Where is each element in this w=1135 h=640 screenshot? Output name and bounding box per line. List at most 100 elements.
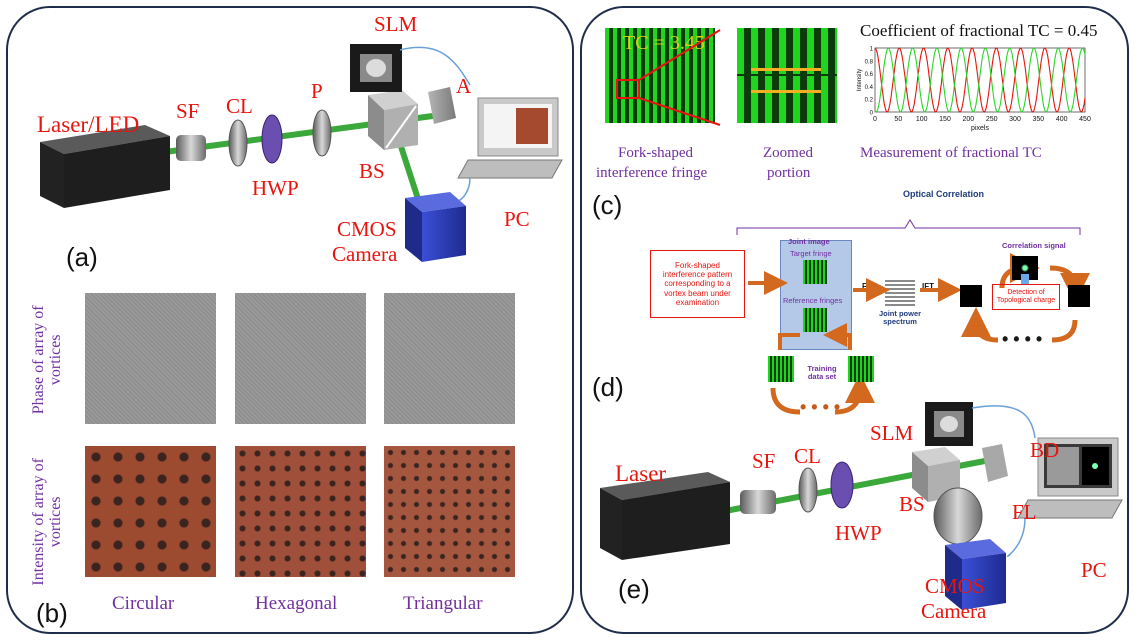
series-line-1 <box>874 47 1086 113</box>
zoom-divider <box>737 74 837 76</box>
slm-device <box>350 44 402 92</box>
training-thumb-1 <box>768 356 794 382</box>
x-tick-label: 400 <box>1056 116 1068 123</box>
laser-box <box>40 125 170 208</box>
slm-cable <box>399 46 471 86</box>
label-a: A <box>456 74 472 98</box>
x-tick-label: 250 <box>986 116 998 123</box>
label-laser-e: Laser <box>615 461 667 486</box>
zoom-marker-lower <box>751 90 821 93</box>
y-tick-label: 0.4 <box>865 85 874 91</box>
label-cmos-e: CMOS <box>925 574 985 598</box>
x-axis-label: pixels <box>971 125 989 132</box>
caption-zoom-2: portion <box>767 165 811 181</box>
target-fringe-thumb <box>803 260 827 284</box>
detection-text: Detection of Topological charge <box>996 288 1056 304</box>
correlation-bracket <box>736 219 1081 235</box>
laptop-e <box>1017 437 1123 519</box>
y-tick-label: 0 <box>870 111 874 117</box>
cl-lens-e <box>798 467 818 513</box>
label-fl-e: FL <box>1012 500 1037 524</box>
caption-fork-2: interference fringe <box>596 165 708 181</box>
y-axis-label: Intensity <box>857 69 863 91</box>
column-label-circular: Circular <box>112 593 175 614</box>
label-cmos-a: CMOS <box>337 217 397 241</box>
intensity-tile-hexagonal <box>235 446 366 577</box>
beam-splitter-a <box>368 90 418 150</box>
polarizer <box>312 109 332 157</box>
zoom-marker-upper <box>751 68 821 71</box>
y-tick-label: 0.2 <box>865 98 874 104</box>
correlation-signal-label: Correlation signal <box>1002 241 1066 250</box>
spatial-filter <box>176 135 206 161</box>
cmos-camera-e <box>945 539 1006 610</box>
panel-letter-a: (a) <box>66 242 98 272</box>
training-thumb-2 <box>848 356 874 382</box>
series-line-0 <box>874 47 1086 113</box>
label-hwp-e: HWP <box>835 521 882 545</box>
panel-letter-b: (b) <box>36 598 68 628</box>
reference-fringes-label: Reference fringes <box>783 296 843 305</box>
x-tick-label: 150 <box>939 116 951 123</box>
x-tick-label: 300 <box>1009 116 1021 123</box>
optical-correlation-header: Optical Correlation <box>903 189 985 199</box>
label-camera-e: Camera <box>921 599 987 623</box>
phase-tile-circular <box>85 293 216 424</box>
phase-tile-triangular <box>384 293 515 424</box>
y-tick-label: 0.6 <box>865 72 874 78</box>
row-label-phase: Phase of array of vortices <box>30 305 64 415</box>
label-bs-e: BS <box>899 492 925 516</box>
label-slm-e: SLM <box>870 421 914 445</box>
training-data-label: Training data set <box>807 364 837 382</box>
intensity-tile-circular <box>85 446 216 577</box>
ift-label: IFT <box>922 282 934 291</box>
row-label-intensity: Intensity of array of vortices <box>30 458 64 586</box>
hwp-plate-e <box>830 461 854 509</box>
beam-dump <box>982 444 1008 482</box>
tc-value-text: TC = 3.45 <box>623 32 705 54</box>
input-fringe-box: Fork-shaped interference pattern corresp… <box>650 250 745 318</box>
label-sf-e: SF <box>752 449 776 473</box>
cl-lens <box>228 119 248 167</box>
spatial-filter-e <box>740 490 776 514</box>
hwp-plate <box>261 114 283 164</box>
caption-zoom-1: Zoomed <box>763 145 813 161</box>
column-label-triangular: Triangular <box>403 593 483 614</box>
plot-frame <box>874 47 1086 113</box>
y-tick-label: 0.8 <box>865 59 874 65</box>
label-cl-e: CL <box>794 444 821 468</box>
x-tick-label: 100 <box>916 116 928 123</box>
y-tick-label: 1 <box>870 47 874 53</box>
x-tick-label: 200 <box>962 116 974 123</box>
label-camera-a: Camera <box>332 242 398 266</box>
label-pc-a: PC <box>504 207 530 231</box>
column-label-hexagonal: Hexagonal <box>255 593 338 614</box>
correlation-dots: • • • • <box>1002 329 1043 349</box>
x-tick-label: 50 <box>894 116 902 123</box>
training-dots: • • • • <box>800 397 841 417</box>
joint-power-spectrum-image <box>885 278 915 308</box>
laser-box-e <box>600 472 730 560</box>
detection-box: Detection of Topological charge <box>992 284 1060 310</box>
label-sf-a: SF <box>176 99 200 123</box>
x-tick-label: 350 <box>1032 116 1044 123</box>
setup-a-illustration <box>40 44 563 262</box>
input-fringe-text: Fork-shaped interference pattern corresp… <box>662 261 733 307</box>
correlation-left-image <box>960 285 982 307</box>
left-panel-frame <box>6 6 574 634</box>
slm-cable-e <box>971 405 1036 439</box>
phase-tile-hexagonal <box>235 293 366 424</box>
x-tick-label: 450 <box>1079 116 1091 123</box>
target-fringe-label: Target fringe <box>790 249 832 258</box>
label-pc-e: PC <box>1081 558 1107 582</box>
camera-cable-e <box>1007 517 1026 557</box>
intensity-tile-triangular <box>384 446 515 577</box>
slm-device-e <box>925 402 973 446</box>
correlation-right-image <box>1068 285 1090 307</box>
analyser-block <box>428 87 456 124</box>
label-laser-led: Laser/LED <box>37 112 140 137</box>
right-panel-frame <box>580 6 1129 634</box>
caption-measure: Measurement of fractional TC <box>860 145 1042 161</box>
